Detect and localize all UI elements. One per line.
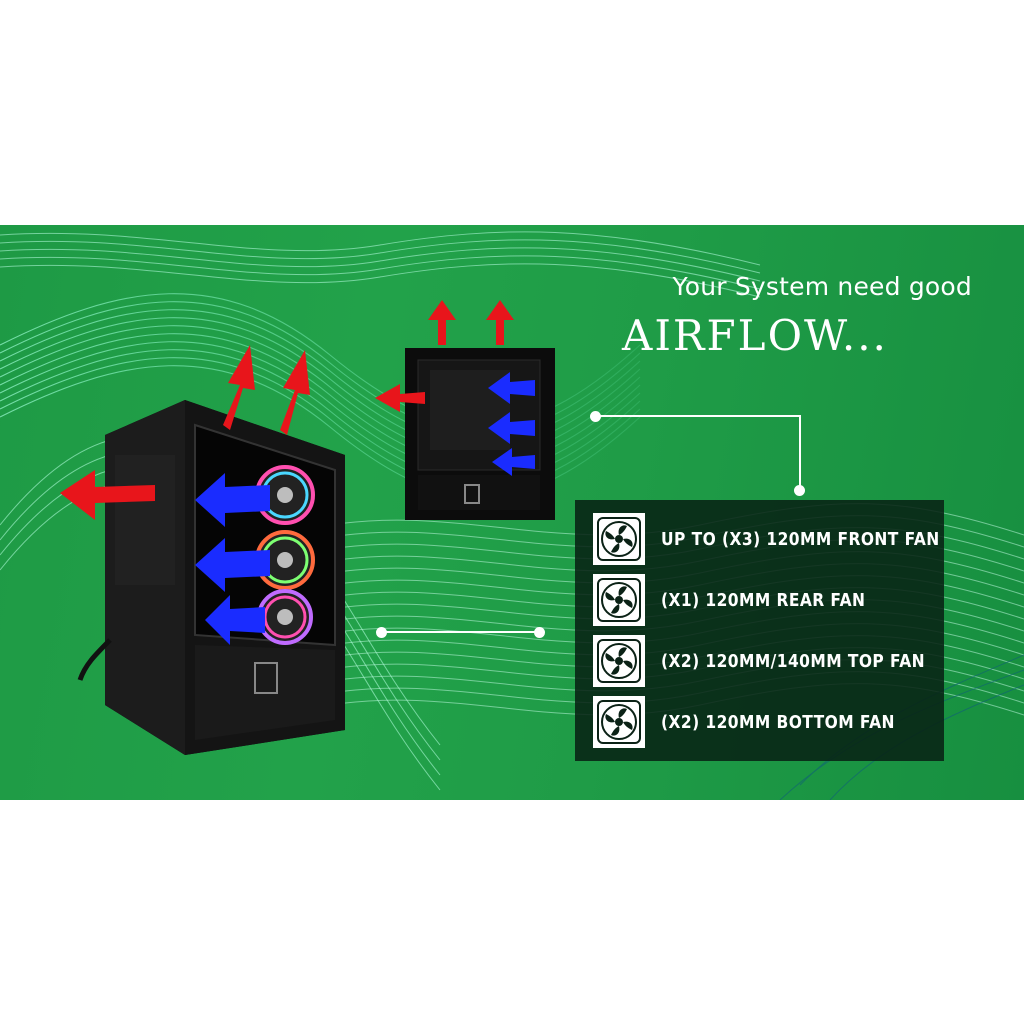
headline-line-1: Your System need good [672,272,972,301]
spec-label: (X1) 120MM REAR FAN [661,589,866,611]
fan-spec-panel: UP TO (X3) 120MM FRONT FAN (X1) 120MM RE… [575,500,944,761]
pc-case-large [60,345,345,755]
exhaust-arrow-icon [375,300,514,412]
spec-label: UP TO (X3) 120MM FRONT FAN [661,528,940,550]
callout-line-top [596,415,801,417]
callout-dot [794,485,805,496]
airflow-banner: Your System need good AIRFLOW... [0,225,1024,800]
rgb-fan-icon [257,589,313,645]
case-logo-icon [464,484,480,504]
headline-airflow: AIRFLOW... [622,311,888,360]
fan-icon [593,513,645,565]
spec-label: (X2) 120MM BOTTOM FAN [661,711,895,733]
spec-item-top-fan: (X2) 120MM/140MM TOP FAN [593,635,968,687]
callout-dot [376,627,387,638]
intake-arrow-icon [195,473,270,645]
case-logo-icon [254,662,278,694]
spec-item-front-fan: UP TO (X3) 120MM FRONT FAN [593,513,985,565]
callout-line-vertical [799,415,801,490]
fan-icon [593,696,645,748]
pc-case-small [375,300,555,520]
fan-icon [593,574,645,626]
fan-icon [593,635,645,687]
exhaust-arrow-icon [60,345,310,520]
callout-line-left [382,631,540,633]
intake-arrow-icon [488,372,535,476]
callout-dot [590,411,601,422]
callout-dot [534,627,545,638]
spec-label: (X2) 120MM/140MM TOP FAN [661,650,926,672]
spec-item-bottom-fan: (X2) 120MM BOTTOM FAN [593,696,933,748]
spec-item-rear-fan: (X1) 120MM REAR FAN [593,574,899,626]
